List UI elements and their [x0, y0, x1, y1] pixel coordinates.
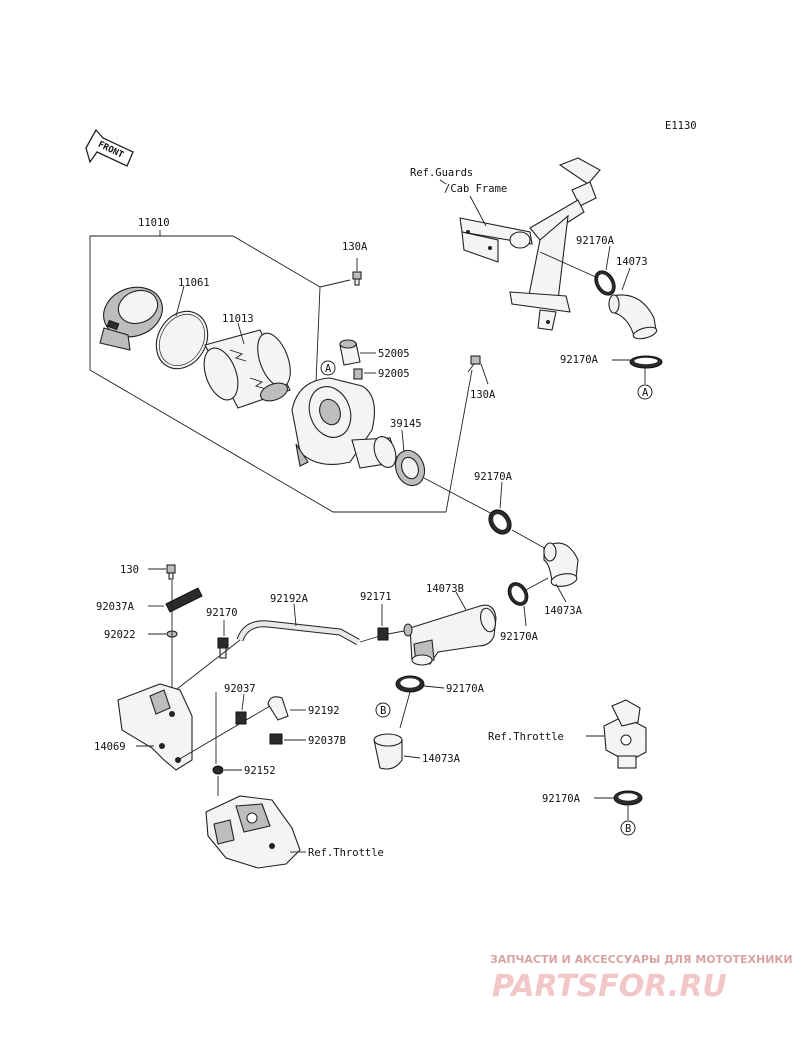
seal-ring [155, 310, 209, 370]
label-52005: 52005 [378, 348, 410, 360]
label-92171: 92171 [360, 591, 392, 603]
intake-duct-14073 [608, 294, 658, 340]
ref-guards-line1: Ref.Guards [410, 167, 473, 179]
label-14073a-low: 14073A [422, 753, 461, 765]
ref-throttle-right: Ref.Throttle [488, 731, 564, 743]
air-cleaner-group-outline [89, 230, 473, 513]
front-arrow-icon: FRONT [85, 128, 134, 167]
marker-a1: A [325, 363, 332, 375]
hose-92192a [236, 620, 360, 646]
label-92192a: 92192A [270, 593, 309, 605]
ref-guards-line2: /Cab Frame [444, 183, 507, 195]
marker-a-icon [320, 360, 336, 376]
label-92170a-top: 92170A [576, 235, 615, 247]
label-92005: 92005 [378, 368, 410, 380]
guards-frame [459, 157, 601, 331]
label-92170: 92170 [206, 607, 238, 619]
marker-a2-icon [637, 384, 653, 400]
label-11013: 11013 [222, 313, 254, 325]
bolt-130 [166, 564, 176, 580]
marker-b1-icon [375, 702, 391, 718]
marker-b2: B [625, 823, 631, 835]
throttle-body-bottom [205, 795, 301, 869]
air-cleaner-housing [291, 377, 399, 469]
label-130: 130 [120, 564, 139, 576]
label-11061: 11061 [178, 277, 210, 289]
label-92037a: 92037A [96, 601, 135, 613]
label-92037: 92037 [224, 683, 256, 695]
clamp-92170 [217, 637, 229, 659]
label-92152: 92152 [244, 765, 276, 777]
duct-14073b [403, 604, 497, 666]
label-14073a-right: 14073A [544, 605, 583, 617]
ref-throttle-bottom: Ref.Throttle [308, 847, 384, 859]
bolt-130a-mid [467, 355, 481, 373]
label-92170a-mid: 92170A [474, 471, 513, 483]
watermark-logo: PARTSFOR.RU [492, 969, 727, 1004]
diagram-code: E1130 [665, 120, 697, 132]
label-92170a-low: 92170A [446, 683, 485, 695]
elbow-14073a-right [543, 542, 579, 587]
elbow-14073a-low [373, 733, 403, 770]
marker-a2: A [642, 387, 649, 399]
clip-92037 [235, 711, 247, 725]
air-cleaner-cover [99, 286, 163, 351]
label-92037b: 92037B [308, 735, 346, 747]
bracket-14069 [117, 683, 193, 771]
label-92022: 92022 [104, 629, 136, 641]
label-39145: 39145 [390, 418, 422, 430]
clip-92171 [377, 627, 389, 641]
label-130a-mid: 130A [470, 389, 496, 401]
label-92170a-a: 92170A [560, 354, 599, 366]
air-filter-element [203, 329, 291, 409]
marker-b2-icon [620, 820, 636, 836]
label-14073: 14073 [616, 256, 648, 268]
strap-92037a [165, 587, 203, 613]
marker-b1: B [380, 705, 386, 717]
watermark-tagline: ЗАПЧАСТИ И АКСЕССУАРЫ ДЛЯ МОТОТЕХНИКИ [490, 953, 793, 966]
label-92170a-b: 92170A [542, 793, 581, 805]
label-92170a-right: 92170A [500, 631, 539, 643]
label-130a-top: 130A [342, 241, 368, 253]
breather-cap [339, 339, 361, 366]
label-11010: 11010 [138, 217, 170, 229]
throttle-body-right [603, 699, 647, 769]
label-14073b: 14073B [426, 583, 464, 595]
bolt-130a-top [352, 271, 362, 286]
label-92192: 92192 [308, 705, 340, 717]
clip-92037b [269, 733, 283, 745]
fitting-92005 [353, 368, 363, 380]
nut-92152 [212, 765, 224, 775]
label-14069: 14069 [94, 741, 126, 753]
fitting-92192 [267, 696, 289, 721]
